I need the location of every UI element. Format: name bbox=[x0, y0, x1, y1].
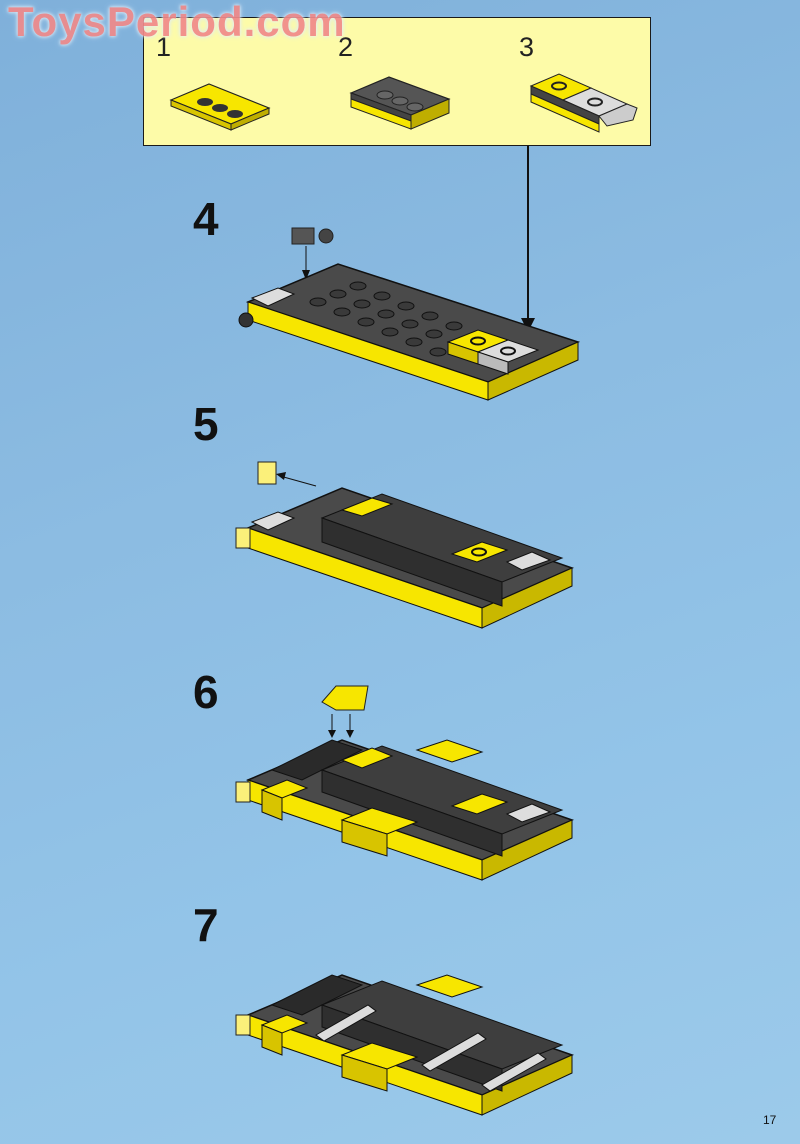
subassembly-step-3-number: 3 bbox=[519, 32, 535, 62]
page-number: 17 bbox=[763, 1113, 777, 1127]
step-6-illustration bbox=[235, 685, 575, 881]
step-7-illustration bbox=[235, 974, 575, 1116]
subassembly-step-1-number: 1 bbox=[156, 32, 172, 62]
step-6-number: 6 bbox=[193, 666, 219, 718]
subassembly-panel: 1 2 3 bbox=[143, 17, 651, 146]
gray-plate-icon bbox=[349, 76, 451, 130]
subassembly-connector-line bbox=[527, 146, 529, 321]
subassembly-step-2-number: 2 bbox=[338, 32, 354, 62]
step-7-number: 7 bbox=[193, 899, 219, 951]
clip-plate-icon bbox=[529, 73, 638, 133]
step-5-number: 5 bbox=[193, 398, 219, 450]
step-4-number: 4 bbox=[193, 193, 219, 245]
step-4-illustration bbox=[238, 227, 581, 401]
watermark: ToysPeriod.com bbox=[8, 0, 346, 45]
yellow-plate-icon bbox=[169, 83, 271, 131]
step-5-illustration bbox=[235, 461, 575, 629]
